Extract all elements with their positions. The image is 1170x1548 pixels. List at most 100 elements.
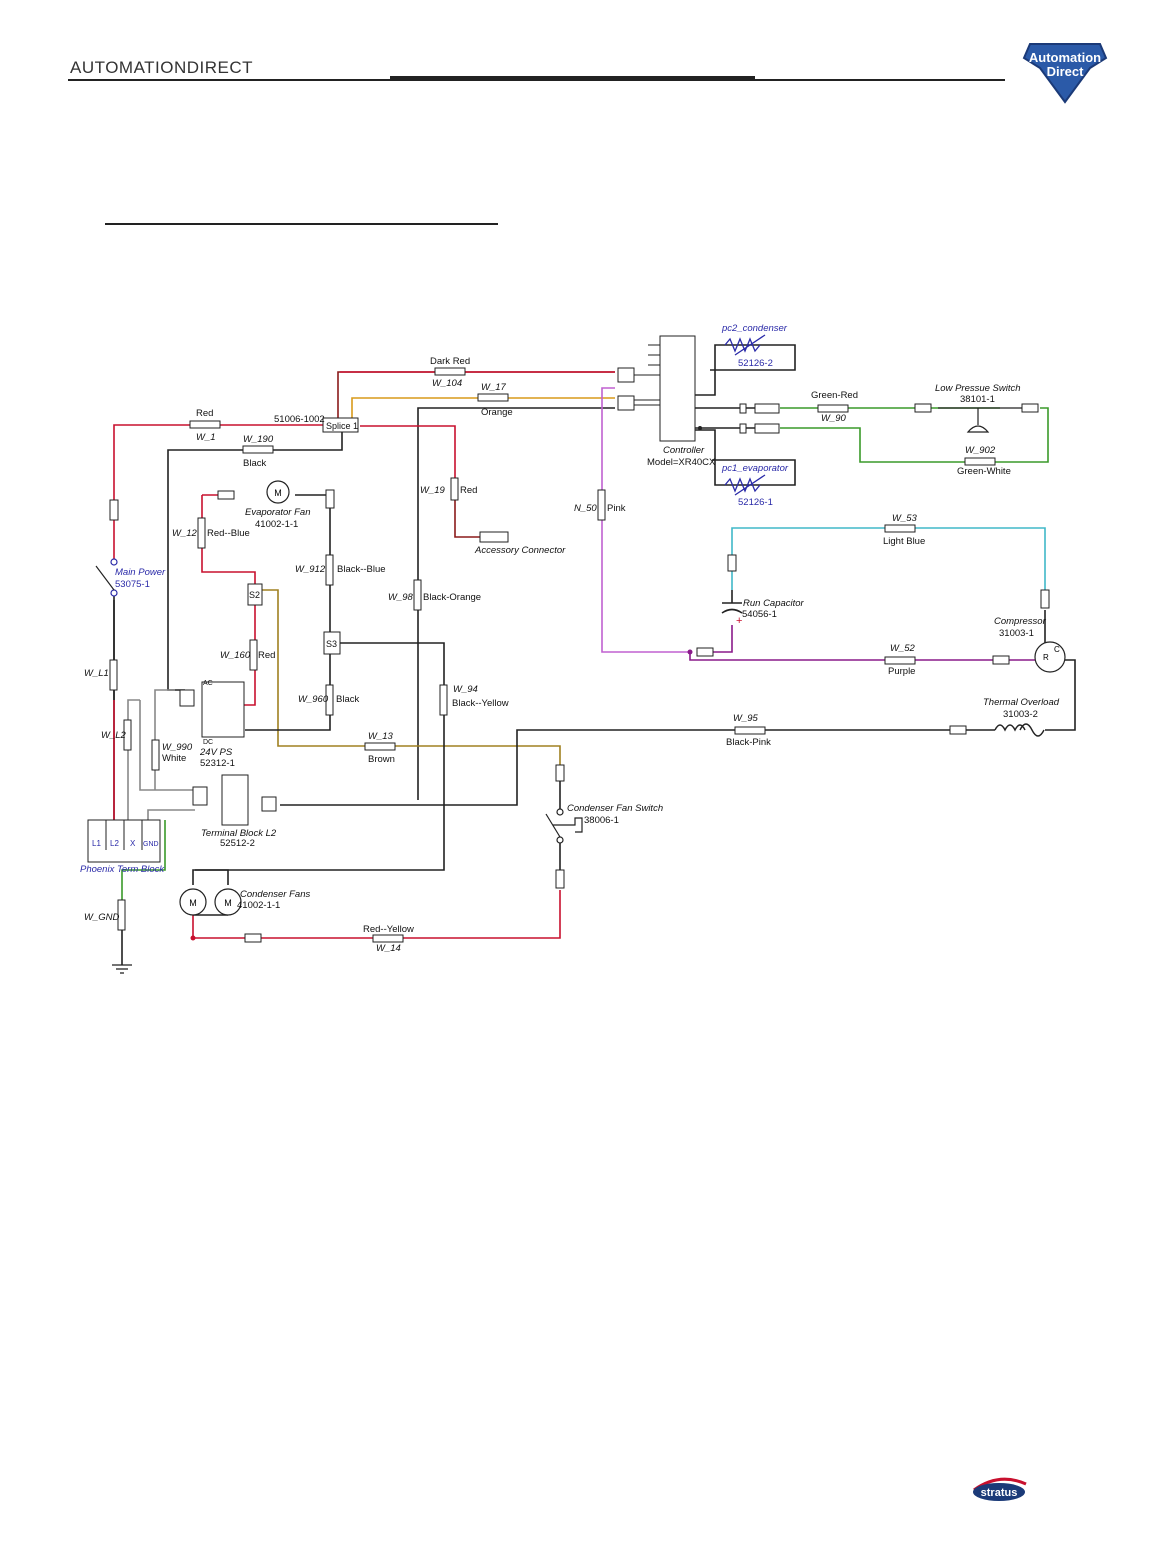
conn-comp-purple (992, 655, 1010, 665)
main-power-contact-top (110, 558, 118, 566)
label-run-capacitor-part: 54056-1 (742, 609, 777, 620)
marker-wgnd (117, 899, 126, 931)
label-orange: Orange (481, 407, 513, 418)
header-rule (68, 79, 1005, 81)
label-pink: Pink (607, 503, 626, 514)
label-w19: W_19 (420, 485, 446, 496)
junction-red (190, 935, 196, 941)
label-terminal-block-part: 52512-2 (220, 838, 255, 849)
conn-overload (949, 725, 967, 735)
label-black-960: Black (336, 694, 359, 705)
wire-pc1 (695, 429, 796, 486)
conn-evap-black (325, 489, 335, 509)
marker-w13 (364, 742, 396, 751)
conn-cfs-bottom (555, 869, 565, 889)
cfs-actuator (553, 817, 583, 833)
conn-comp-top (1040, 589, 1050, 609)
label-black-pink: Black-Pink (726, 737, 771, 748)
comp-c-label: C (1054, 645, 1060, 654)
conn-cap-top (727, 554, 737, 572)
conn-tb-left (192, 786, 208, 806)
wire-pc2 (695, 344, 796, 396)
marker-w912 (325, 554, 334, 586)
label-condenser-fan-switch-part: 38006-1 (584, 815, 619, 826)
label-controller: Controller (663, 445, 705, 456)
label-ps-dc: DC (203, 739, 213, 746)
label-main-power-part: 53075-1 (115, 579, 150, 590)
label-w960: W_960 (298, 694, 329, 705)
tb-l2-box (221, 774, 249, 826)
label-green-white: Green-White (957, 466, 1011, 477)
lps-symbol (938, 407, 1022, 433)
label-light-blue: Light Blue (883, 536, 925, 547)
s3-box (323, 631, 341, 655)
main-power-blade (95, 565, 115, 591)
wire-w98-black (417, 407, 615, 800)
wire-w160-red (240, 605, 256, 706)
section-rule (105, 223, 498, 225)
label-tb-x: X (130, 839, 136, 848)
label-compressor-part: 31003-1 (999, 628, 1034, 639)
wire-w104-darkred (337, 371, 615, 418)
cfs-contact-bottom (556, 836, 564, 844)
conn-evap-red (217, 490, 235, 500)
label-lps-part: 38101-1 (960, 394, 995, 405)
label-pc2-part: 52126-2 (738, 358, 773, 369)
marker-wl1 (109, 659, 118, 691)
wire-w19-red-lower (454, 500, 480, 538)
marker-w52 (884, 656, 916, 665)
marker-w960 (325, 684, 334, 716)
marker-wl2 (123, 719, 132, 751)
marker-w50 (597, 489, 606, 521)
label-green-red: Green-Red (811, 390, 858, 401)
conn-fans (244, 933, 262, 943)
conn-lps-right (1021, 403, 1039, 413)
label-accessory-connector: Accessory Connector (474, 545, 566, 556)
ctrl-out-2 (754, 423, 780, 434)
cap-plus: + (736, 615, 742, 627)
label-brown: Brown (368, 754, 395, 765)
marker-w104 (434, 367, 466, 376)
compressor-symbol (1034, 641, 1066, 673)
label-phoenix-block: Phoenix Term Block (80, 864, 165, 875)
wire-lps-green (780, 407, 1049, 463)
wire-gray-2 (139, 700, 195, 791)
header-thick-rule (390, 76, 755, 80)
marker-w990 (151, 739, 160, 771)
label-black-190: Black (243, 458, 266, 469)
wire-w960-black (245, 654, 331, 731)
evaporator-fan-motor (266, 480, 290, 504)
wire-fan-link (192, 869, 229, 885)
marker-w53 (884, 524, 916, 533)
label-low-pressure-switch: Low Pressue Switch (935, 383, 1021, 394)
label-black-yellow: Black--Yellow (452, 698, 509, 709)
logo-text-line2: Direct (1047, 64, 1085, 79)
marker-w14 (372, 934, 404, 943)
automation-direct-logo: Automation Direct (1022, 43, 1108, 104)
pc2-thermistor (724, 334, 766, 356)
label-w17: W_17 (481, 382, 507, 393)
label-compressor: Compressor (994, 616, 1047, 627)
cond-motor-m-2: M (224, 898, 232, 908)
marker-w19 (450, 477, 459, 501)
wire-w17-orange (351, 397, 615, 418)
label-w1: W_1 (196, 432, 216, 443)
wire-w52-purple (689, 652, 1035, 661)
marker-w98 (413, 579, 422, 611)
label-w990: W_990 (162, 742, 193, 753)
marker-w160 (249, 639, 258, 671)
label-tb-l2: L2 (110, 839, 119, 848)
conn-main-upper (109, 499, 119, 521)
cond-motor-m-1: M (189, 898, 197, 908)
label-w53: W_53 (892, 513, 918, 524)
wire-cap-purple (712, 625, 733, 653)
label-s2: S2 (249, 590, 260, 600)
conn-ps-ac (179, 689, 195, 707)
brand-wordmark: AUTOMATIONDIRECT (70, 58, 253, 78)
junction-ctrl (698, 426, 702, 430)
label-w12: W_12 (172, 528, 198, 539)
label-pc2-condenser: pc2_condenser (721, 323, 788, 334)
conn-purple (696, 647, 714, 657)
label-n50: N_50 (574, 503, 597, 514)
label-w13: W_13 (368, 731, 394, 742)
